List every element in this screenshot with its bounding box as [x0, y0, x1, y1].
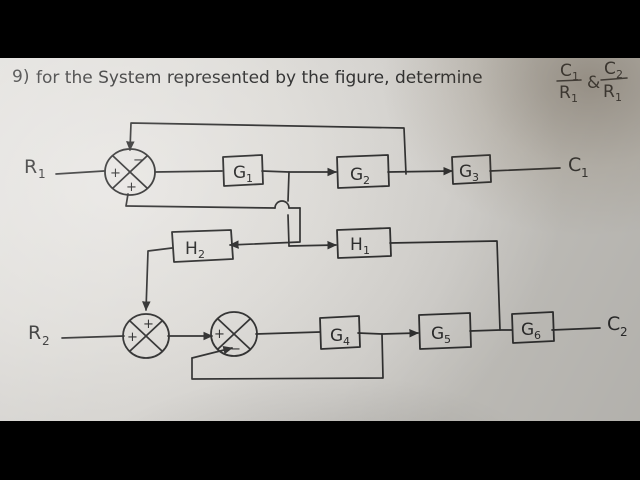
label-r2-text: R [28, 322, 41, 344]
sum1-sign-bottom: + [126, 180, 137, 195]
wire-h1-to-g5g6-node [389, 240, 501, 331]
fraction-2-denominator-subscript: 1 [615, 91, 622, 104]
wire-to-h2 [228, 207, 301, 249]
block-g5-label: G [431, 324, 444, 344]
block-g5[interactable]: G 5 [418, 312, 472, 350]
letterbox-bar-top [0, 0, 640, 58]
signal-label-r1: R 1 [24, 156, 46, 181]
wire-to-h1 [288, 240, 338, 250]
wire-g4-feedback-run [191, 333, 384, 380]
wire-g4-feedback-to-sum3 [191, 345, 233, 359]
wire-h2-to-sum2 [142, 247, 173, 312]
block-g4-subscript: 4 [343, 335, 350, 348]
fraction-2-numerator: C [604, 59, 616, 79]
block-h2[interactable]: H 2 [171, 229, 234, 263]
fraction-2-denominator: R [603, 82, 615, 102]
fraction-c1-r1: C 1 R 1 [556, 61, 582, 105]
wire-g2-to-g3 [387, 166, 454, 176]
label-r1-text: R [24, 156, 37, 178]
summing-junction-s3[interactable]: + − [210, 311, 258, 357]
wire-sum1-bottom-left [125, 193, 276, 209]
block-g1-subscript: 1 [246, 172, 253, 185]
block-g4[interactable]: G 4 [319, 315, 361, 350]
block-g6-subscript: 6 [534, 329, 541, 342]
sum3-sign-left: + [214, 327, 225, 342]
letterbox-bar-bottom [0, 421, 640, 480]
block-g2[interactable]: G 2 [336, 154, 390, 189]
wire-node-to-g5 [381, 328, 420, 338]
label-r2-subscript: 2 [42, 334, 50, 348]
block-g1-label: G [233, 163, 246, 183]
block-g5-subscript: 5 [444, 333, 451, 346]
block-h2-label: H [185, 239, 198, 259]
wire-g4-to-node [357, 332, 383, 335]
conjunction-ampersand: & [587, 73, 600, 93]
fraction-1-denominator: R [559, 83, 571, 103]
block-g6-label: G [521, 320, 534, 340]
wire-r1-to-sum1 [55, 170, 105, 175]
signal-label-c1: C 1 [568, 154, 589, 180]
question-text: 9) for the System represented by the fig… [12, 59, 628, 105]
summing-junction-s2[interactable]: + + [122, 313, 170, 359]
block-g6[interactable]: G 6 [511, 311, 555, 344]
wire-g5-to-g6 [469, 329, 513, 332]
wire-feedback-top-outer [126, 122, 407, 175]
fraction-2-numerator-subscript: 2 [616, 68, 623, 81]
fraction-c2-r1: C 2 R 1 [600, 59, 628, 104]
wire-sum3-to-g4 [255, 331, 321, 335]
label-r1-subscript: 1 [38, 167, 46, 181]
paper-sheet: 9) for the System represented by the fig… [0, 58, 640, 421]
wire-g1-branch-down-lower [287, 214, 290, 247]
fraction-1-numerator: C [560, 61, 572, 81]
wire-hop-arc [274, 200, 290, 209]
block-g3[interactable]: G 3 [451, 154, 492, 185]
wire-r2-to-sum2 [61, 335, 125, 339]
sum1-sign-top: − [133, 153, 144, 168]
block-h2-subscript: 2 [198, 248, 205, 261]
block-h1[interactable]: H 1 [336, 227, 392, 259]
block-g4-label: G [330, 326, 343, 346]
signal-label-c2: C 2 [607, 313, 628, 339]
question-line: for the System represented by the figure… [36, 68, 483, 88]
summing-junction-s1[interactable]: + − + [104, 148, 156, 196]
sum2-sign-top: + [143, 317, 154, 332]
label-c2-text: C [607, 313, 620, 335]
wire-g3-to-c1 [489, 167, 561, 172]
label-c1-text: C [568, 154, 581, 176]
block-diagram-sketch: 9) for the System represented by the fig… [12, 59, 628, 380]
block-g2-subscript: 2 [363, 174, 370, 187]
label-c1-subscript: 1 [581, 166, 589, 180]
wire-g6-to-c2 [551, 327, 601, 331]
question-number: 9) [12, 67, 29, 87]
block-h1-subscript: 1 [363, 244, 370, 257]
sum1-sign-left: + [110, 166, 121, 181]
label-c2-subscript: 2 [620, 325, 628, 339]
sum3-sign-bottom: − [230, 342, 241, 357]
wire-g1-branch-down-upper [287, 171, 290, 202]
block-g2-label: G [350, 165, 363, 185]
sum2-sign-left: + [127, 330, 138, 345]
fraction-1-denominator-subscript: 1 [571, 92, 578, 105]
signal-label-r2: R 2 [28, 322, 50, 348]
block-g3-subscript: 3 [472, 171, 479, 184]
block-g3-label: G [459, 162, 472, 182]
block-g1[interactable]: G 1 [222, 154, 264, 187]
wire-sum1-to-g1 [154, 170, 223, 173]
wire-g1-to-node [261, 170, 290, 173]
fraction-1-numerator-subscript: 1 [572, 70, 579, 83]
block-h1-label: H [350, 235, 363, 255]
